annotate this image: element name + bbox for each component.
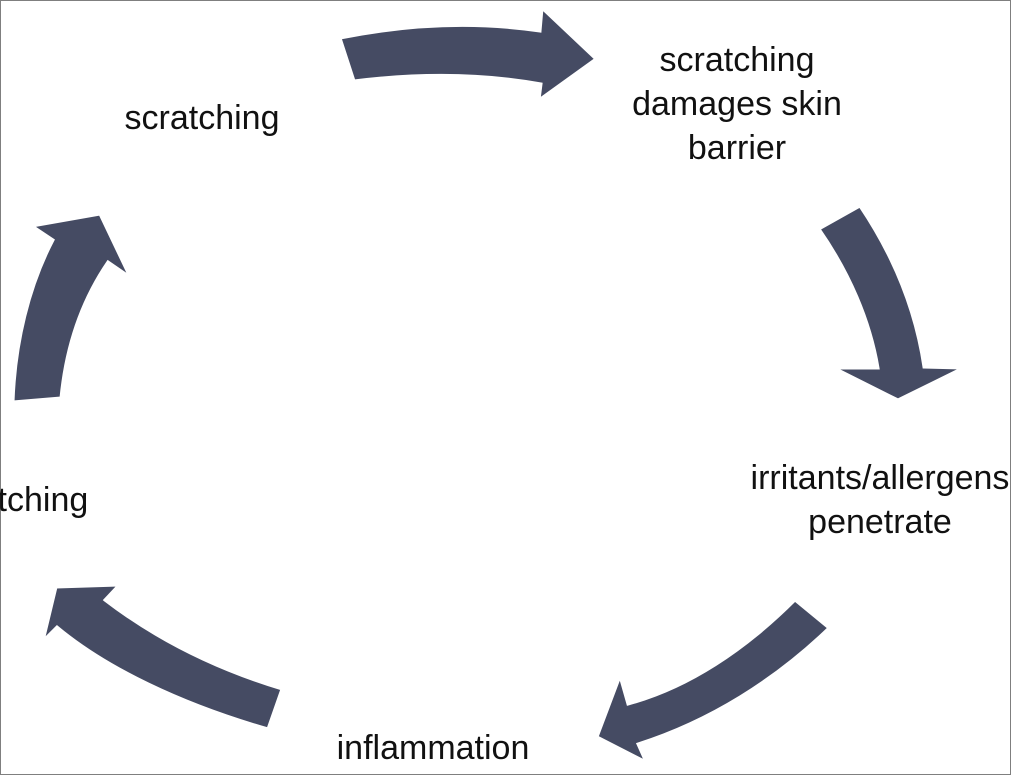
edge-arrow-irritants-to-inflammation: [595, 597, 832, 766]
edge-arrow-itching-to-scratching: [11, 212, 134, 404]
node-skin-barrier-damage: scratching damages skin barrier: [607, 38, 867, 170]
node-label-inflammation: inflammation: [336, 729, 530, 767]
edge-arrow-inflammation-to-itching: [40, 583, 284, 731]
edge-arrow-scratching-to-damage: [338, 4, 599, 104]
node-label-irritants-penetrate: irritants/allergens penetrate: [750, 459, 1010, 541]
node-inflammation: inflammation: [293, 726, 573, 770]
node-irritants-penetrate: irritants/allergens penetrate: [740, 456, 1011, 544]
node-scratching: scratching: [97, 96, 307, 140]
node-label-itching: itching: [0, 481, 89, 519]
node-label-scratching: scratching: [124, 99, 280, 137]
node-label-skin-barrier-damage: scratching damages skin barrier: [632, 41, 842, 167]
edge-arrow-damage-to-irritants: [816, 204, 964, 402]
node-itching: itching: [0, 478, 120, 522]
